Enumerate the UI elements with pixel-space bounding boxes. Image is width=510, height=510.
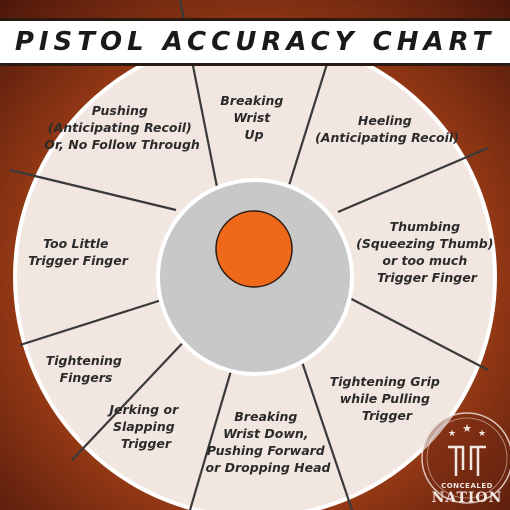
bullseye bbox=[215, 210, 293, 288]
concealed-nation-logo: ★ ★ ★ CONCEALED NATION bbox=[421, 412, 510, 506]
segment-label-jerking: Jerking or Slapping Trigger bbox=[106, 402, 182, 451]
segment-label-heeling: Heeling (Anticipating Recoil) bbox=[315, 113, 459, 145]
title-banner: PISTOL ACCURACY CHART bbox=[0, 18, 510, 66]
segment-divider bbox=[339, 292, 489, 371]
segment-label-breaking-wrist-up: Breaking Wrist Up bbox=[220, 93, 287, 142]
page-title: PISTOL ACCURACY CHART bbox=[14, 27, 496, 57]
svg-text:★: ★ bbox=[448, 429, 456, 439]
segment-divider bbox=[296, 349, 354, 510]
segment-divider bbox=[9, 168, 177, 212]
segment-label-tightening-grip: Tightening Grip while Pulling Trigger bbox=[330, 374, 445, 423]
segment-label-pushing: Pushing (Anticipating Recoil) Or, No Fol… bbox=[44, 103, 200, 152]
segment-divider bbox=[71, 332, 193, 461]
logo-text-top: CONCEALED bbox=[441, 482, 493, 490]
segment-label-breaking-wrist-down: Breaking Wrist Down, Pushing Forward or … bbox=[206, 409, 332, 475]
segment-divider bbox=[188, 363, 235, 510]
segment-label-thumbing: Thumbing (Squeezing Thumb) or too much T… bbox=[356, 219, 498, 285]
logo-text-bottom: NATION bbox=[432, 490, 503, 506]
svg-text:★: ★ bbox=[462, 422, 472, 435]
segment-label-tightening-fingers: Tightening Fingers bbox=[46, 353, 127, 385]
segment-divider bbox=[19, 296, 169, 347]
concealed-nation-logo-icon bbox=[448, 445, 486, 476]
segment-divider bbox=[337, 146, 489, 214]
star-icon: ★ ★ ★ bbox=[448, 422, 486, 439]
segment-label-too-little-trigger-finger: Too Little Trigger Finger bbox=[28, 236, 129, 268]
svg-text:★: ★ bbox=[478, 429, 486, 439]
